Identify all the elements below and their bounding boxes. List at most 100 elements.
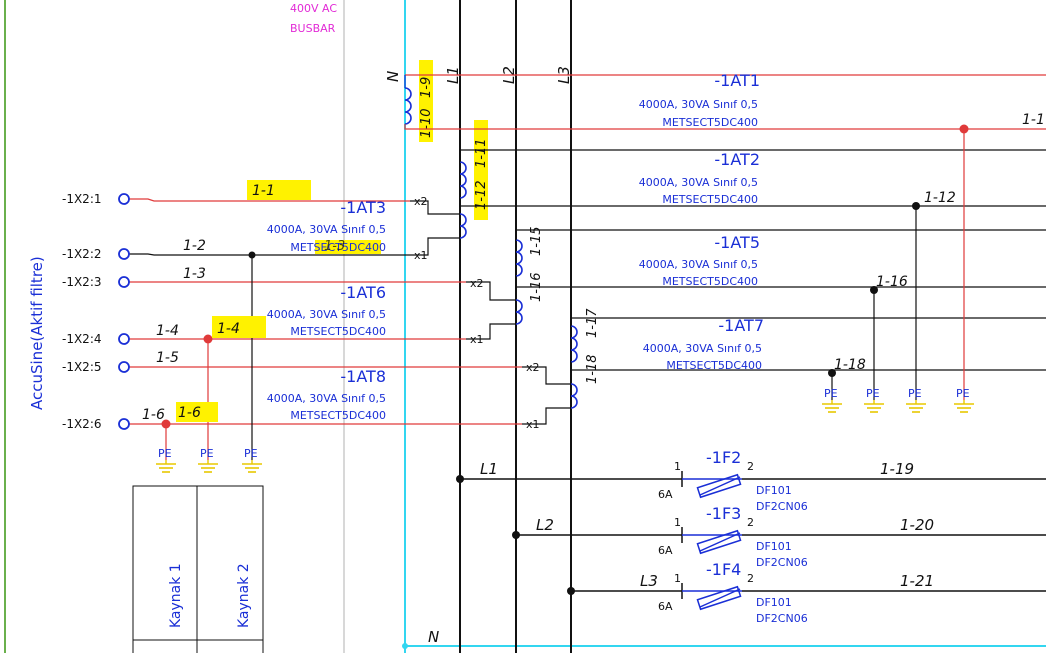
wire-label-1-5: 1-5 — [156, 350, 179, 366]
pe-label: PE — [200, 447, 214, 460]
junction-dot — [512, 531, 520, 539]
ct-model: METSECT5DC400 — [666, 359, 762, 372]
wire-label-1-20: 1-20 — [900, 516, 934, 534]
highlight — [176, 402, 218, 422]
ct-coil-1at5 — [515, 239, 523, 277]
left-wiring — [128, 198, 571, 460]
pe-ground-symbol: PE — [242, 447, 262, 473]
wire-label-1-1: 1-1 — [252, 183, 275, 199]
junction-dot — [959, 124, 969, 134]
pe-label: PE — [908, 387, 922, 400]
fuse-model: DF101 — [756, 484, 792, 497]
x2-label: x2 — [414, 195, 428, 208]
fuse-tag: -1F2 — [706, 448, 741, 467]
wire-label-1-11: 1-11 — [474, 138, 489, 168]
wire-label-1-1-truncated: 1-1 — [1022, 112, 1045, 128]
junction-dot — [912, 202, 920, 210]
fuse-rating: 6A — [658, 488, 673, 501]
ct-spec: 4000A, 30VA Sınıf 0,5 — [639, 258, 758, 271]
ct-spec: 4000A, 30VA Sınıf 0,5 — [267, 308, 386, 321]
pe-ground-symbol: PE — [822, 387, 842, 413]
wire-label-1-10: 1-10 — [419, 108, 434, 138]
pe-label: PE — [158, 447, 172, 460]
ct-tag: -1AT8 — [340, 367, 386, 386]
junction-dot — [161, 419, 171, 429]
pe-grounds: PE PE PE PE PE PE PE — [156, 387, 974, 473]
junction-dot — [456, 475, 464, 483]
terminal-label: -1X2:2 — [62, 247, 102, 261]
source-table — [132, 485, 264, 653]
ct-coil-1at2 — [459, 161, 467, 199]
wire-label-1-19: 1-19 — [880, 460, 914, 478]
source-label-2: Kaynak 2 — [236, 563, 252, 628]
fuse-pin: 2 — [747, 572, 754, 585]
ct-tag: -1AT6 — [340, 283, 386, 302]
highlight — [315, 240, 381, 254]
terminal-label: -1X2:4 — [62, 332, 102, 346]
wire-label-1-17: 1-17 — [585, 308, 600, 338]
fuse-rating: 6A — [658, 600, 673, 613]
wire-label-1-2: 1-2 — [183, 238, 206, 254]
ct-spec: 4000A, 30VA Sınıf 0,5 — [639, 176, 758, 189]
terminal-label: -1X2:3 — [62, 275, 102, 289]
ct-spec: 4000A, 30VA Sınıf 0,5 — [267, 392, 386, 405]
fuse-pin: 2 — [747, 516, 754, 529]
ct-tag: -1AT3 — [340, 198, 386, 217]
ct-model: METSECT5DC400 — [290, 325, 386, 338]
pe-label: PE — [824, 387, 838, 400]
wire-label-1-18: 1-18 — [585, 354, 600, 384]
fuse-wiring — [460, 471, 1046, 599]
pe-ground-symbol: PE — [954, 387, 974, 413]
ct-model: METSECT5DC400 — [662, 275, 758, 288]
fuse-pin: 1 — [674, 572, 681, 585]
pe-ground-symbol: PE — [198, 447, 218, 473]
fuse-model: DF101 — [756, 596, 792, 609]
wire-label-1-6-b: 1-6 — [178, 405, 201, 421]
terminal-label: -1X2:1 — [62, 192, 102, 206]
ct-coil-1at8 — [570, 383, 578, 409]
busbar-label-2: BUSBAR — [290, 22, 336, 35]
junction-dot — [248, 251, 256, 259]
accusine-label: AccuSine(Aktif filtre) — [28, 256, 46, 410]
fuse-rating: 6A — [658, 544, 673, 557]
junction-dot — [567, 587, 575, 595]
busbar-node — [402, 643, 408, 649]
ct-tag: -1AT7 — [718, 316, 764, 335]
ct-coil-1at7 — [570, 325, 578, 363]
terminal-circles — [118, 193, 130, 430]
source-label-1: Kaynak 1 — [168, 563, 184, 628]
wire-label-1-21: 1-21 — [900, 572, 934, 590]
wire-label-1-4-b: 1-4 — [217, 321, 240, 337]
ct-tag: -1AT1 — [714, 71, 760, 90]
ct-spec: 4000A, 30VA Sınıf 0,5 — [639, 98, 758, 111]
fuse-model: DF2CN06 — [756, 556, 808, 569]
pe-ground-symbol: PE — [864, 387, 884, 413]
x2-label: x2 — [470, 277, 484, 290]
fuse-pin: 1 — [674, 460, 681, 473]
wire-label-1-15: 1-15 — [529, 226, 544, 256]
fuse-symbol-1f3 — [682, 529, 742, 555]
fuse-phase-label: L2 — [536, 516, 554, 534]
ct-coil-1at6 — [515, 299, 523, 325]
ct-tag: -1AT2 — [714, 150, 760, 169]
ct-model: METSECT5DC400 — [662, 116, 758, 129]
ct-right-wiring — [404, 74, 1046, 400]
ct-model: METSECT5DC400 — [662, 193, 758, 206]
terminal-label: -1X2:6 — [62, 417, 102, 431]
wire-label-1-6: 1-6 — [142, 407, 165, 423]
ct-model: METSECT5DC400 — [290, 409, 386, 422]
fuse-pin: 2 — [747, 460, 754, 473]
pe-ground-symbol: PE — [906, 387, 926, 413]
wire-label-1-16: 1-16 — [876, 274, 908, 290]
pe-label: PE — [244, 447, 258, 460]
busbar-label-1: 400V AC — [290, 2, 337, 15]
pe-label: PE — [956, 387, 970, 400]
wire-label-1-4: 1-4 — [156, 323, 179, 339]
fuse-model: DF101 — [756, 540, 792, 553]
x1-label: x1 — [470, 333, 484, 346]
junction-dot — [870, 286, 878, 294]
fuse-phase-label: L3 — [640, 572, 658, 590]
ct-tag: -1AT5 — [714, 233, 760, 252]
terminal-label: -1X2:5 — [62, 360, 102, 374]
